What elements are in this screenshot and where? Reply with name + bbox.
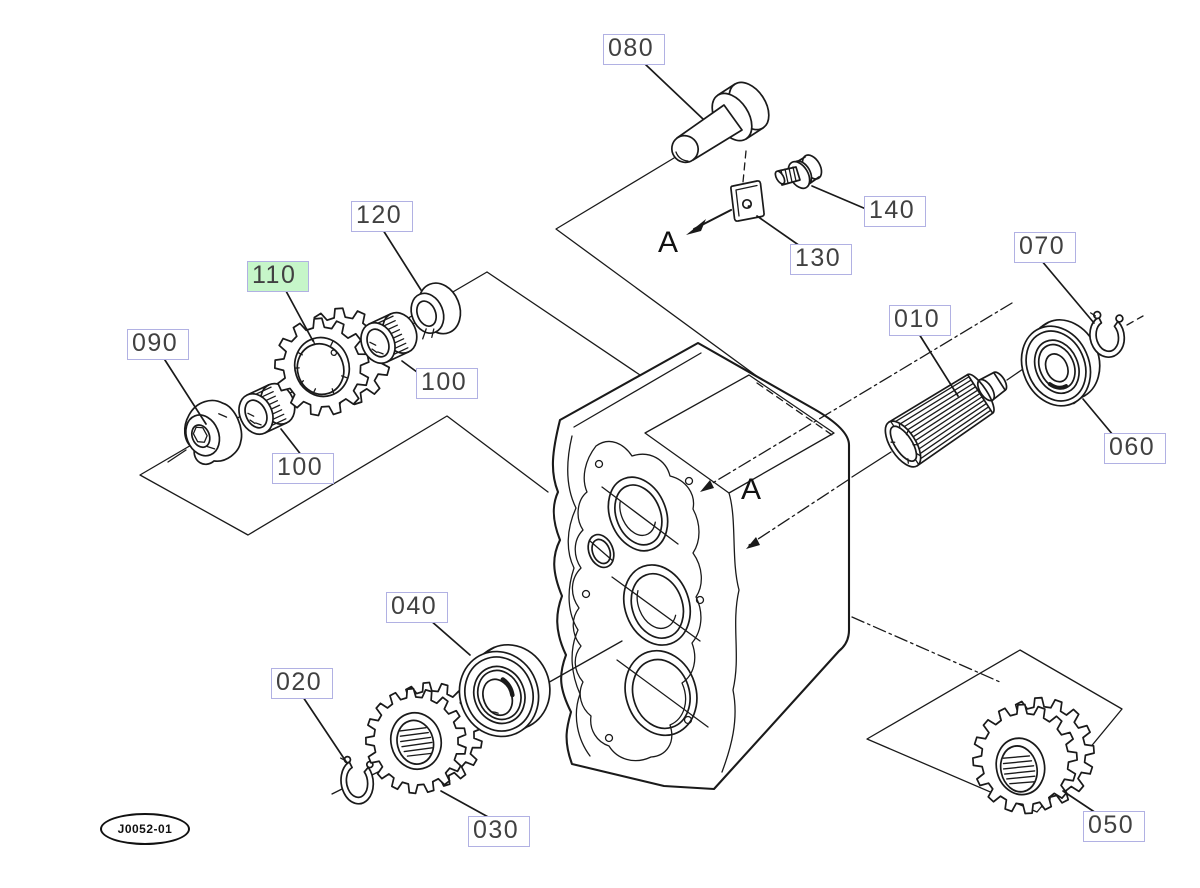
section-arrowhead [746,537,760,549]
callout-010[interactable]: 010 [889,305,951,336]
screw-to-nut-dash [742,150,747,183]
callout-100a[interactable]: 100 [416,368,478,399]
upper-axis-dashdot [705,302,1013,488]
ball-bearing-060 [1020,319,1101,407]
housing-upper-bore [607,476,669,552]
lower-axis-dashdot [851,616,1001,683]
leader-030 [440,790,491,819]
housing-front-right-edge [721,492,740,773]
shaft-group [884,310,1126,468]
housing-middle-bore [622,564,692,646]
callout-090[interactable]: 090 [127,329,189,360]
bearing-040 [458,643,551,738]
left-gear-group [167,282,462,466]
center-lines [700,150,1144,683]
sheet-number-stamp: J0052-01 [100,813,190,845]
view-direction-letter: A [658,226,679,259]
bottom-gear-group [331,640,623,805]
bolt-tip [774,170,786,185]
top-fastener-group [670,81,823,235]
housing-bolt-hole [695,595,705,605]
housing-small-bore [587,533,615,569]
leader-070 [1040,259,1095,324]
housing-bolt-hole [594,459,604,469]
axis-segment [167,449,187,463]
shaft-axis-dashdot [748,479,849,546]
callout-140[interactable]: 140 [864,196,926,227]
leader-090 [162,356,207,425]
housing-bolt-hole [684,476,694,486]
sheet-number-text: J0052-01 [117,822,173,836]
leader-110 [285,290,314,342]
square-nut-130 [730,180,765,222]
leader-050 [1062,790,1097,814]
gear-030-drawing [365,681,483,795]
callout-080[interactable]: 080 [603,34,665,65]
needle-bearing-100-right [360,311,418,365]
square-nut-hole-dot [747,205,751,208]
square-nut-edge [735,184,758,217]
housing-view-letter: A [741,473,762,506]
callout-020[interactable]: 020 [271,668,333,699]
callout-030[interactable]: 030 [468,816,530,847]
leader-020 [302,696,348,764]
callout-110[interactable]: 110 [247,261,309,292]
callout-070[interactable]: 070 [1014,232,1076,263]
housing-gasket-face [571,440,702,762]
housing-flange-inner-edge [567,435,591,757]
leader-060 [1082,398,1114,436]
bore-axis-mark [589,540,614,562]
top-group-wedge-line [555,157,849,444]
housing-bolt-hole [581,589,591,599]
housing-top-edge-inner [573,352,702,428]
bottom-right-plane [866,649,1123,813]
housing-top-face-panel [644,374,835,494]
shaft-tip-axis [1006,368,1024,381]
bearing-retainer-090 [183,399,243,466]
gear-050-drawing [972,696,1095,815]
callout-130[interactable]: 130 [790,244,852,275]
leader-120 [382,229,422,291]
housing-bolt-hole [604,733,614,743]
housing-hidden-edge [756,382,836,438]
bore-axis-mark [616,659,709,728]
bushing-chamfer [675,151,689,162]
housing-lower-opening [624,649,698,737]
ring-axis-dash [1126,315,1144,326]
housing-bolt-hole [683,715,693,725]
callout-120[interactable]: 120 [351,201,413,232]
leader-080 [644,63,704,120]
callout-040[interactable]: 040 [386,592,448,623]
bore-axis-mark [601,486,679,545]
callout-060[interactable]: 060 [1104,433,1166,464]
leader-lines [162,63,1114,819]
square-nut-hole [741,198,753,210]
section-arrowhead [700,480,714,492]
leader-140 [811,185,867,210]
leader-100-left [280,428,303,457]
left-plane-edge [486,271,641,376]
leader-040 [429,619,471,656]
collar-120 [410,282,462,340]
snap-ring-070 [1089,310,1126,358]
leader-010 [918,333,959,397]
shaft-axis-segment [851,451,892,478]
view-arrow-head [686,219,706,235]
callout-100b[interactable]: 100 [272,453,334,484]
callout-050[interactable]: 050 [1083,811,1145,842]
gear-case-housing-drawing [551,341,851,791]
bore-axis-mark [611,576,701,642]
leader-130 [756,215,801,247]
splined-shaft-010 [884,371,1008,468]
needle-bearing-100-left [238,382,296,436]
